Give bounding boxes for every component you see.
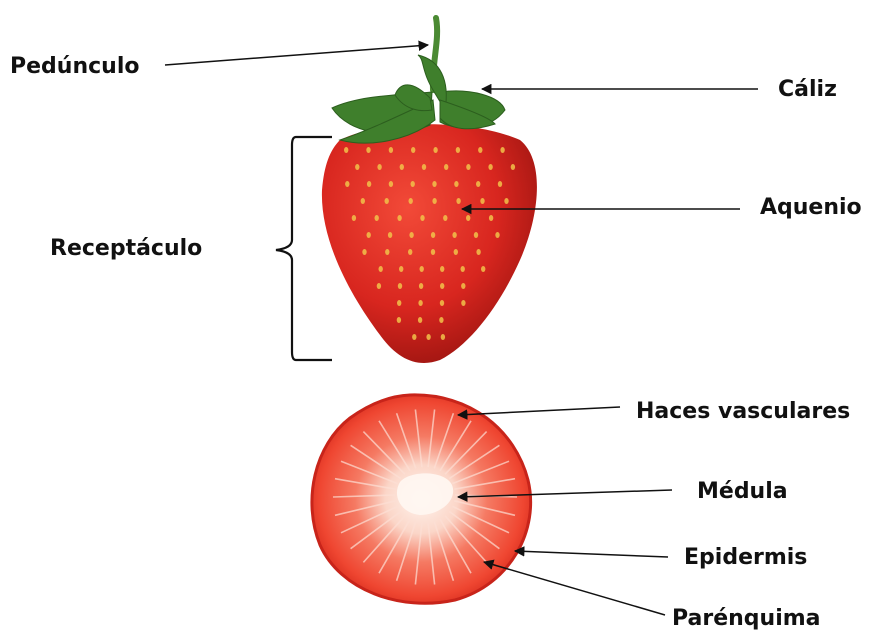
seed [361, 198, 365, 204]
seed [444, 164, 448, 170]
seed [397, 215, 401, 221]
seed [412, 334, 416, 340]
seed [344, 147, 348, 153]
seed [454, 249, 458, 255]
seed [480, 198, 484, 204]
seed [355, 164, 359, 170]
seed [432, 198, 436, 204]
label-vascular-bundles: Haces vasculares [636, 401, 850, 423]
seed [408, 249, 412, 255]
seed [375, 215, 379, 221]
seed [440, 300, 444, 306]
label-receptacle: Receptáculo [50, 238, 202, 260]
label-epidermis: Epidermis [684, 547, 807, 569]
label-parenchyma: Parénquima [672, 608, 821, 630]
seed [432, 181, 436, 187]
seed [439, 317, 443, 323]
seed [481, 266, 485, 272]
seed [388, 232, 392, 238]
seed [495, 232, 499, 238]
seed [377, 283, 381, 289]
seed [379, 266, 383, 272]
leader-parenchyma [484, 562, 665, 615]
seed [440, 283, 444, 289]
seed [461, 300, 465, 306]
seed [389, 181, 393, 187]
seed [466, 215, 470, 221]
seed [498, 181, 502, 187]
seed [461, 283, 465, 289]
seed [443, 215, 447, 221]
seed [367, 232, 371, 238]
seed [400, 164, 404, 170]
receptacle-bracket [276, 137, 332, 360]
seed [500, 147, 504, 153]
seed [478, 147, 482, 153]
seed [419, 283, 423, 289]
seed [441, 334, 445, 340]
leader-vascular [458, 407, 620, 415]
seed [511, 164, 515, 170]
strawberry-body [322, 124, 537, 363]
seed [399, 266, 403, 272]
seed [476, 181, 480, 187]
seed [466, 164, 470, 170]
seed [422, 164, 426, 170]
seed [362, 249, 366, 255]
seed [418, 300, 422, 306]
seed [409, 198, 413, 204]
seed [397, 300, 401, 306]
seed [409, 232, 413, 238]
seed [420, 215, 424, 221]
seed [456, 147, 460, 153]
seed [426, 334, 430, 340]
label-achene: Aquenio [760, 197, 862, 219]
seed [420, 266, 424, 272]
seed [433, 147, 437, 153]
seed [367, 181, 371, 187]
seed [352, 215, 356, 221]
seed [398, 283, 402, 289]
seed [440, 266, 444, 272]
seed [454, 181, 458, 187]
seed [476, 249, 480, 255]
seed [418, 317, 422, 323]
seed [411, 181, 415, 187]
leader-epidermis [515, 551, 668, 557]
seed [397, 317, 401, 323]
seed [385, 198, 389, 204]
seed [411, 147, 415, 153]
seed [366, 147, 370, 153]
seed [452, 232, 456, 238]
seed [377, 164, 381, 170]
seed [385, 249, 389, 255]
seed [488, 164, 492, 170]
seed [389, 147, 393, 153]
seed [345, 181, 349, 187]
seed [431, 232, 435, 238]
seed [489, 215, 493, 221]
label-peduncle: Pedúnculo [10, 56, 139, 78]
seed [431, 249, 435, 255]
seed [456, 198, 460, 204]
label-pith: Médula [697, 481, 788, 503]
label-calyx: Cáliz [778, 79, 837, 101]
seed [461, 266, 465, 272]
seed [504, 198, 508, 204]
seed [474, 232, 478, 238]
leader-peduncle [165, 45, 428, 65]
